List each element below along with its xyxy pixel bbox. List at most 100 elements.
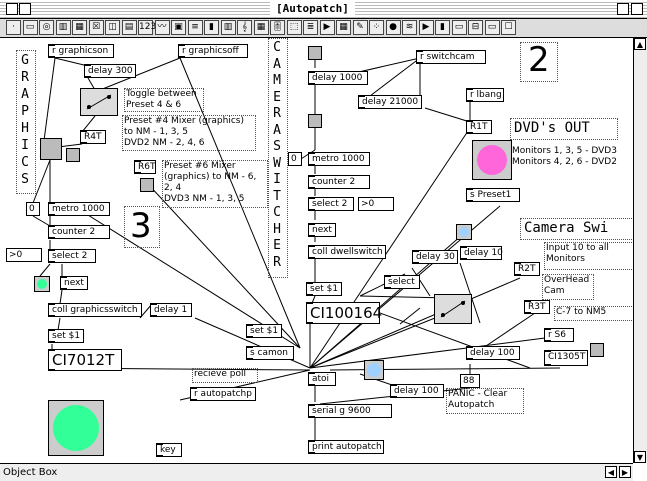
r2t[interactable]: R2T (514, 262, 540, 276)
palette-tool-3[interactable]: ◎ (39, 20, 54, 35)
r3t[interactable]: R3T (524, 300, 550, 314)
set-1-b[interactable]: set $1 (246, 324, 282, 338)
palette-tool-23[interactable]: ⁘ (369, 20, 384, 35)
set-1-a[interactable]: set $1 (48, 329, 84, 343)
ci100164[interactable]: CI100164 (306, 302, 382, 324)
bang-button-switchcam[interactable] (308, 46, 322, 60)
palette-tool-20[interactable]: ▶ (319, 20, 335, 35)
bang-button-s6[interactable] (590, 343, 604, 357)
palette-tool-18[interactable]: ⬚ (286, 20, 302, 35)
toggle-graphics-button[interactable] (40, 138, 62, 160)
palette-tool-29[interactable]: ⊟ (468, 20, 483, 35)
collapse-box[interactable] (19, 3, 31, 15)
small-led-graphics[interactable] (34, 276, 50, 292)
bang-button-graphics[interactable] (66, 148, 80, 162)
ci1305t[interactable]: CI1305T (544, 350, 588, 366)
number-box-88[interactable]: 88 (460, 374, 480, 388)
r1t[interactable]: R1T (466, 120, 492, 134)
serial-g-9600[interactable]: serial g 9600 (308, 404, 392, 418)
s-camon[interactable]: s camon (246, 346, 294, 360)
next-a[interactable]: next (60, 276, 88, 290)
next-b[interactable]: next (308, 223, 336, 237)
bang-button-dwell[interactable] (308, 114, 322, 128)
palette-tool-15[interactable]: 𝄞 (237, 20, 252, 35)
palette-tool-24[interactable]: ● (385, 20, 401, 35)
coll-dwellswitch[interactable]: coll dwellswitch (308, 245, 386, 259)
r-s6[interactable]: r S6 (544, 328, 574, 342)
delay-1000-a[interactable]: delay 1000 (308, 71, 368, 85)
delay-100-b[interactable]: delay 100 (390, 384, 444, 398)
r6t[interactable]: R6T (134, 160, 156, 174)
patcher-canvas[interactable]: G R A P H I C S C A M E R A S W I T C H … (0, 38, 633, 463)
palette-tool-5[interactable]: ▦ (72, 20, 87, 35)
r4t[interactable]: R4T (80, 130, 106, 144)
palette-tool-19[interactable]: ≣ (303, 20, 318, 35)
delay-10[interactable]: delay 10 (460, 246, 503, 260)
led-atoi[interactable] (364, 360, 384, 380)
coll-graphicsswitch[interactable]: coll graphicsswitch (48, 303, 142, 317)
r-graphicsoff[interactable]: r graphicsoff (178, 44, 248, 58)
palette-tool-22[interactable]: ✎ (352, 20, 368, 35)
number-box-0b[interactable]: 0 (288, 152, 302, 166)
palette-tool-6[interactable]: ☒ (88, 20, 104, 35)
palette-tool-26[interactable]: ▶ (418, 20, 434, 35)
scroll-down-arrow-icon[interactable]: ▼ (634, 451, 646, 463)
r-autopatchp[interactable]: r autopatchp (190, 387, 256, 401)
delay-30[interactable]: delay 30 (412, 250, 458, 264)
bang-button-r6t[interactable] (140, 178, 154, 192)
set-1-c[interactable]: set $1 (306, 282, 342, 296)
palette-tool-9[interactable]: 123 (138, 20, 156, 35)
palette-tool-17[interactable]: 🎚 (270, 20, 285, 35)
r-graphicson[interactable]: r graphicson (48, 44, 114, 58)
palette-tool-12[interactable]: ≡ (187, 20, 203, 35)
r-switchcam[interactable]: r switchcam (416, 50, 486, 64)
palette-tool-16[interactable]: ▦ (253, 20, 269, 35)
ci7012t[interactable]: CI7012T (48, 349, 122, 371)
delay-100-a[interactable]: delay 100 (466, 346, 520, 360)
zoom-box[interactable] (617, 3, 629, 15)
select-2-a[interactable]: select 2 (48, 249, 96, 263)
palette-tool-25[interactable]: ≋ (402, 20, 417, 35)
scroll-left-arrow-icon[interactable]: ◀ (605, 466, 617, 478)
number-box-0a[interactable]: 0 (26, 202, 40, 216)
palette-tool-10[interactable]: 〰 (154, 20, 170, 35)
horizontal-scrollbar[interactable]: Object Box ◀ ▶ (0, 463, 633, 481)
key-object[interactable]: key (156, 443, 182, 457)
palette-tool-27[interactable]: ▮ (435, 20, 450, 35)
palette-tool-13[interactable]: ▮ (204, 20, 219, 35)
scroll-up-arrow-icon[interactable]: ▲ (634, 38, 646, 50)
switch-camera-icon[interactable] (434, 294, 472, 324)
delay-300[interactable]: delay 300 (84, 64, 136, 78)
number-box-0c[interactable]: >0 (6, 248, 42, 262)
switch-graphics-icon[interactable] (80, 88, 118, 116)
close-box[interactable] (6, 3, 18, 15)
windowshade-box[interactable] (631, 3, 643, 15)
dvd-led[interactable] (472, 140, 512, 180)
palette-tool-31[interactable]: ☐ (501, 20, 516, 35)
counter-2-a[interactable]: counter 2 (48, 225, 110, 239)
counter-2-b[interactable]: counter 2 (308, 175, 370, 189)
metro-1000-b[interactable]: metro 1000 (308, 152, 370, 166)
scroll-right-arrow-icon[interactable]: ▶ (619, 466, 631, 478)
palette-tool-28[interactable]: ▭ (451, 20, 467, 35)
palette-tool-30[interactable]: ▭ (484, 20, 500, 35)
palette-tool-21[interactable]: ▦ (336, 20, 351, 35)
palette-tool-4[interactable]: ▥ (55, 20, 71, 35)
select-2-b[interactable]: select 2 (308, 197, 354, 211)
palette-tool-11[interactable]: ▣ (171, 20, 186, 35)
s-preset1[interactable]: s Preset1 (466, 188, 520, 202)
select-c[interactable]: select (384, 275, 420, 289)
r-lbang[interactable]: r lbang (466, 88, 504, 102)
delay-1[interactable]: delay 1 (150, 303, 192, 317)
vertical-scrollbar[interactable]: ▲ ▼ (633, 38, 647, 463)
palette-tool-14[interactable]: ▥ (220, 20, 236, 35)
palette-tool-7[interactable]: ◫ (105, 20, 120, 35)
number-box-0d[interactable]: >0 (358, 197, 394, 211)
palette-tool-2[interactable]: ▭ (22, 20, 38, 35)
palette-tool-1[interactable]: · (6, 20, 21, 35)
print-autopatch[interactable]: print autopatch (308, 440, 384, 454)
palette-tool-8[interactable]: ▤ (121, 20, 137, 35)
metro-1000-a[interactable]: metro 1000 (48, 202, 110, 216)
small-led-camera[interactable] (456, 224, 472, 240)
atoi[interactable]: atoi (308, 372, 336, 386)
